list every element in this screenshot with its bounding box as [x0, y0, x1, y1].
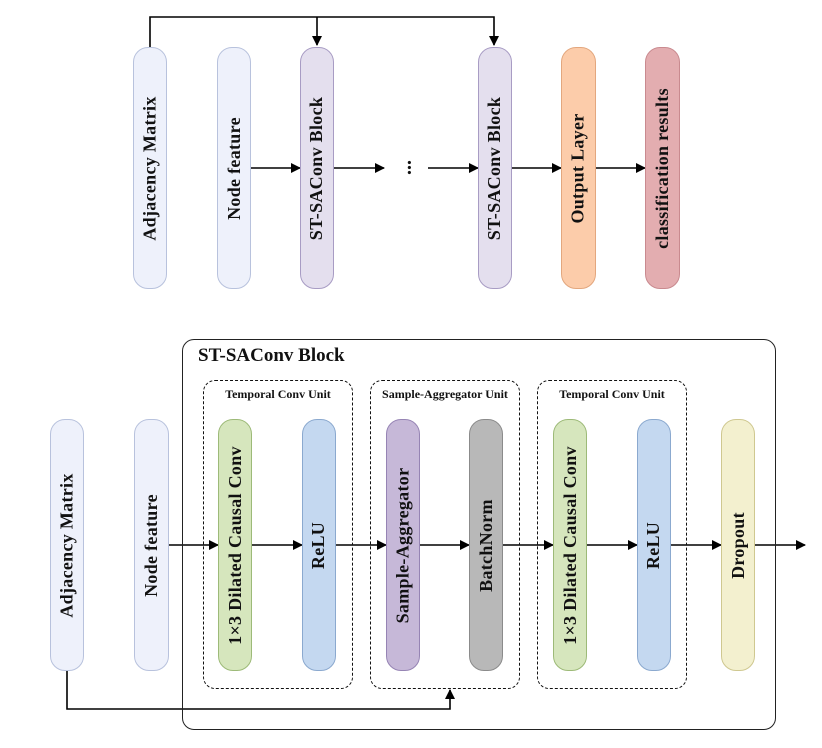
sample-aggregator-node: Sample-Aggregator — [386, 419, 420, 671]
batchnorm-label: BatchNorm — [475, 498, 496, 592]
top-st-saconv-block-1: ST-SAConv Block — [300, 47, 334, 289]
relu-node-2: ReLU — [637, 419, 671, 671]
bottom-node-feature-node: Node feature — [134, 419, 169, 671]
top-classification-results-node: classification results — [645, 47, 680, 289]
adjacency-to-sampleagg-line — [66, 671, 455, 710]
bottom-node-feature-label: Node feature — [141, 493, 161, 597]
relu-node-1: ReLU — [302, 419, 336, 671]
batchnorm-node: BatchNorm — [469, 419, 503, 671]
dropout-label: Dropout — [727, 511, 748, 579]
st-saconv-block-frame — [182, 339, 776, 730]
top-node-feature-node: Node feature — [217, 47, 251, 289]
top-block2-label: ST-SAConv Block — [484, 96, 505, 240]
top-st-saconv-block-2: ST-SAConv Block — [478, 47, 512, 289]
temporal-conv-unit-2-title: Temporal Conv Unit — [542, 387, 682, 402]
dilated-causal-conv-node-1: 1×3 Dilated Causal Conv — [218, 419, 252, 671]
top-output-layer-node: Output Layer — [561, 47, 596, 289]
top-results-label: classification results — [652, 87, 673, 249]
dilated-causal-conv-node-2: 1×3 Dilated Causal Conv — [553, 419, 587, 671]
sample-aggregator-label: Sample-Aggregator — [392, 467, 413, 623]
conv1-label: 1×3 Dilated Causal Conv — [224, 445, 245, 645]
top-output-label: Output Layer — [568, 112, 589, 224]
relu2-label: ReLU — [643, 521, 664, 569]
top-node-feature-label: Node feature — [223, 116, 244, 220]
top-block1-label: ST-SAConv Block — [306, 96, 327, 240]
temporal-conv-unit-1-title: Temporal Conv Unit — [208, 387, 348, 402]
st-saconv-block-title: ST-SAConv Block — [198, 345, 345, 366]
relu1-label: ReLU — [308, 521, 329, 569]
conv2-label: 1×3 Dilated Causal Conv — [559, 445, 580, 645]
bottom-adjacency-matrix-node: Adjacency Matrix — [50, 419, 84, 671]
temporal-conv-unit-1-frame — [203, 380, 353, 689]
dropout-node: Dropout — [721, 419, 755, 671]
bottom-adjacency-label: Adjacency Matrix — [56, 472, 77, 618]
sample-aggregator-unit-frame — [370, 380, 520, 689]
adjacency-skip-line — [149, 16, 499, 47]
top-adjacency-matrix-node: Adjacency Matrix — [133, 47, 167, 289]
temporal-conv-unit-2-frame — [537, 380, 687, 689]
top-ellipsis: ... — [394, 160, 416, 175]
top-adjacency-label: Adjacency Matrix — [139, 95, 160, 241]
sample-aggregator-unit-title: Sample-Aggregator Unit — [378, 387, 512, 402]
